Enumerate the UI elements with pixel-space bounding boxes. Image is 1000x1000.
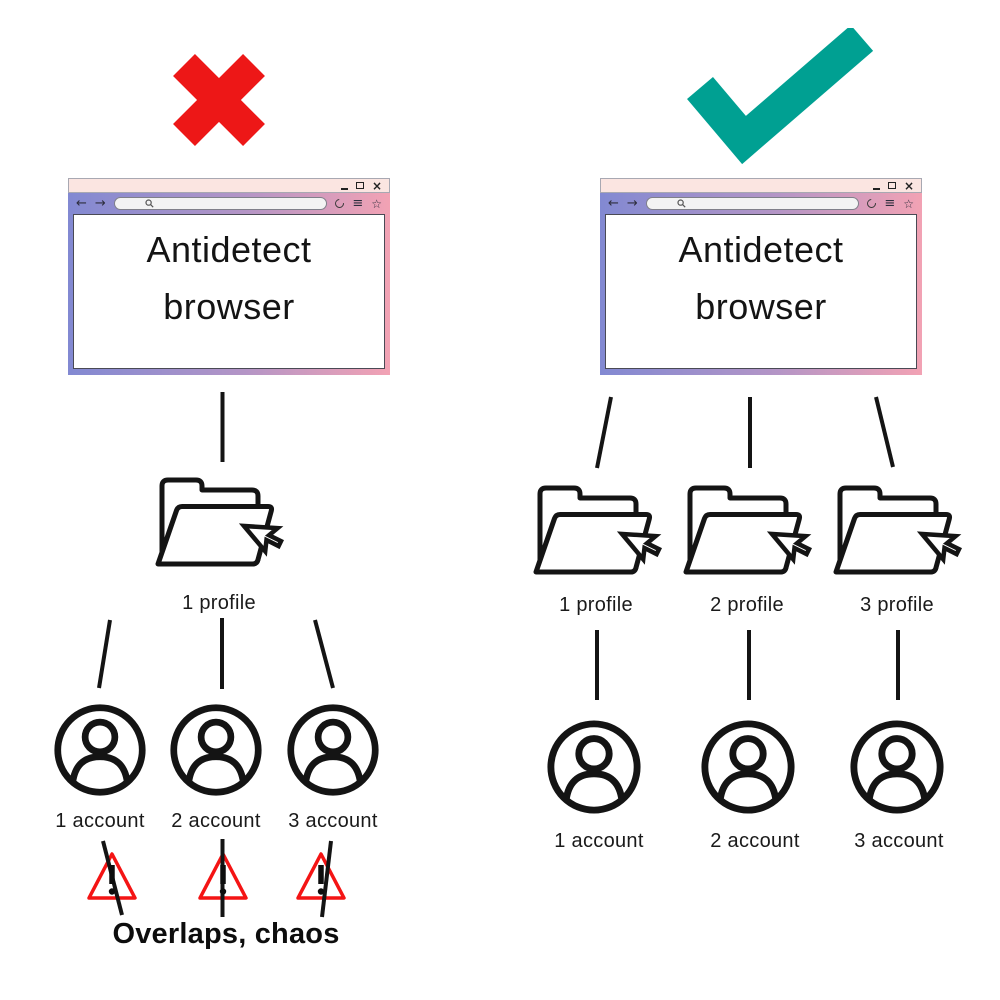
maximize-icon [887, 182, 896, 189]
maximize-icon [355, 182, 364, 189]
menu-icon: ≡ [884, 196, 896, 211]
profile-folder-icon [832, 470, 962, 600]
cross-icon [173, 54, 265, 146]
forward-icon: → [626, 196, 638, 211]
profile-folder-icon [154, 462, 284, 592]
close-icon: × [903, 178, 914, 193]
browser-window-right: × ← → ≡ ☆ Antidetect browser [600, 178, 922, 375]
back-icon: ← [608, 196, 619, 211]
address-bar [645, 197, 860, 210]
forward-icon: → [94, 196, 106, 211]
window-frame: ← → ≡ ☆ Antidetect browser [600, 193, 922, 375]
connector-line [97, 619, 112, 689]
star-icon: ☆ [371, 196, 382, 211]
profile-label: 1 profile [559, 594, 633, 616]
back-icon: ← [76, 196, 87, 211]
account-label: 3 account [854, 830, 944, 852]
browser-content: Antidetect browser [73, 214, 385, 369]
warning-icon [198, 839, 248, 917]
minimize-icon [340, 187, 348, 190]
account-label: 1 account [55, 810, 145, 832]
account-icon [52, 702, 148, 798]
titlebar: × [600, 178, 922, 193]
menu-icon: ≡ [352, 196, 364, 211]
search-icon [145, 199, 154, 208]
account-icon [699, 718, 797, 816]
account-icon [545, 718, 643, 816]
browser-title: Antidetect browser [146, 228, 312, 327]
connector-line [320, 840, 333, 918]
profile-label: 1 profile [182, 592, 256, 614]
star-icon: ☆ [903, 196, 914, 211]
warning-icon [296, 840, 346, 918]
caption: Overlaps, chaos [112, 918, 340, 950]
check-icon [687, 28, 874, 165]
connector-line [595, 396, 613, 469]
account-icon [168, 702, 264, 798]
navbar: ← → ≡ ☆ [73, 193, 385, 214]
account-label: 3 account [288, 810, 378, 832]
browser-title: Antidetect browser [678, 228, 844, 327]
window-frame: ← → ≡ ☆ Antidetect browser [68, 193, 390, 375]
search-icon [677, 199, 686, 208]
account-icon [285, 702, 381, 798]
profile-label: 2 profile [710, 594, 784, 616]
navbar: ← → ≡ ☆ [605, 193, 917, 214]
account-label: 2 account [171, 810, 261, 832]
exclamation-dot [108, 888, 116, 895]
browser-content: Antidetect browser [605, 214, 917, 369]
close-icon: × [371, 178, 382, 193]
connector-line [313, 619, 335, 689]
titlebar: × [68, 178, 390, 193]
profile-folder-icon [682, 470, 812, 600]
account-label: 2 account [710, 830, 800, 852]
refresh-icon [865, 197, 879, 210]
connector-line [874, 396, 895, 468]
browser-window-left: × ← → ≡ ☆ Antidetect browser [68, 178, 390, 375]
profile-folder-icon [532, 470, 662, 600]
minimize-icon [872, 187, 880, 190]
address-bar [113, 197, 328, 210]
refresh-icon [333, 197, 347, 210]
exclamation-dot [219, 888, 227, 895]
account-label: 1 account [554, 830, 644, 852]
account-icon [848, 718, 946, 816]
warning-icon [87, 840, 137, 916]
profile-label: 3 profile [860, 594, 934, 616]
exclamation-dot [317, 888, 325, 895]
